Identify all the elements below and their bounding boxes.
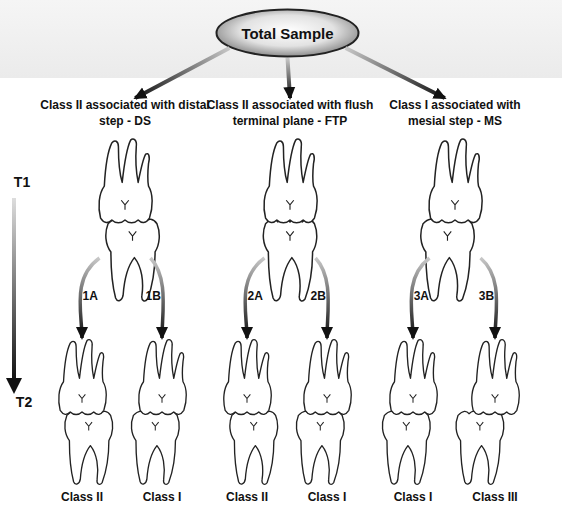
time-label: T2 bbox=[16, 394, 32, 410]
upper-molar bbox=[429, 139, 482, 223]
outcome-group: Class III bbox=[460, 338, 530, 504]
class-label: Class I bbox=[267, 490, 387, 504]
molar-pair bbox=[421, 139, 482, 301]
class-label: Class I bbox=[102, 490, 222, 504]
path-label: 2A bbox=[248, 289, 263, 303]
molar-pair bbox=[131, 340, 186, 485]
time-label: T1 bbox=[14, 174, 30, 190]
lower-molar bbox=[65, 411, 113, 484]
class-label: Class II bbox=[187, 490, 307, 504]
upper-molar bbox=[59, 340, 106, 415]
text-wrap: Total Sample bbox=[215, 8, 360, 58]
stage-group: Class II associated with distal step - D… bbox=[40, 98, 210, 258]
time-arrow bbox=[6, 198, 22, 394]
text-wrap: Class II associated with flush terminal … bbox=[205, 98, 375, 130]
text-wrap: Class II bbox=[187, 490, 307, 504]
outcome-group: Class II bbox=[212, 338, 282, 504]
text-wrap: Class III bbox=[435, 490, 555, 504]
time-arrow-head bbox=[6, 378, 22, 394]
molar-pair bbox=[263, 139, 317, 301]
upper-molar bbox=[472, 340, 519, 415]
upper-molar bbox=[304, 340, 351, 415]
class-label: Class III bbox=[435, 490, 555, 504]
class-label: Class II bbox=[22, 490, 142, 504]
text-wrap: Class II bbox=[22, 490, 142, 504]
text-wrap: Class I bbox=[353, 490, 473, 504]
outcome-group: Class I bbox=[292, 338, 362, 504]
lower-molar bbox=[296, 411, 344, 484]
path-label: 2B bbox=[310, 289, 325, 303]
outcome-group: Class I bbox=[127, 338, 197, 504]
flow-arrow bbox=[411, 258, 429, 338]
group-heading: Class I associated with mesial step - MS bbox=[370, 98, 540, 130]
header-band bbox=[0, 0, 562, 78]
lower-molar bbox=[421, 219, 474, 301]
text-wrap: Class I bbox=[267, 490, 387, 504]
path-label: 1B bbox=[145, 289, 160, 303]
flow-arrow bbox=[346, 48, 445, 98]
lower-molar bbox=[263, 219, 316, 301]
class-label: Class I bbox=[353, 490, 473, 504]
upper-molar bbox=[390, 340, 437, 415]
lower-molar bbox=[230, 411, 278, 484]
group-heading: Class II associated with distal step - D… bbox=[40, 98, 210, 130]
flow-arrow bbox=[245, 258, 264, 338]
molar-pair bbox=[59, 340, 113, 485]
molar-pair bbox=[296, 340, 351, 485]
stage-group: Class I associated with mesial step - MS bbox=[370, 98, 540, 258]
lower-molar bbox=[131, 411, 179, 484]
molar-pair bbox=[382, 340, 437, 485]
molar-pair bbox=[224, 340, 278, 485]
upper-molar bbox=[99, 139, 152, 223]
upper-molar bbox=[264, 139, 317, 223]
time-arrow-shaft bbox=[12, 198, 16, 380]
text-wrap: Class I bbox=[102, 490, 222, 504]
node-title: Total Sample bbox=[241, 25, 333, 42]
group-heading: Class II associated with flush terminal … bbox=[205, 98, 375, 130]
molar-pair bbox=[456, 340, 519, 485]
lower-molar bbox=[106, 219, 159, 301]
molar-pair bbox=[99, 139, 159, 301]
lower-molar bbox=[382, 411, 430, 484]
text-wrap: Class I associated with mesial step - MS bbox=[370, 98, 540, 130]
ellipse-node: Total Sample bbox=[215, 8, 360, 58]
flow-arrow bbox=[135, 48, 229, 98]
path-label: 3B bbox=[479, 289, 494, 303]
text-wrap: Class II associated with distal step - D… bbox=[40, 98, 210, 130]
path-label: 3A bbox=[414, 289, 429, 303]
stage-group: Class II associated with flush terminal … bbox=[205, 98, 375, 258]
outcome-group: Class I bbox=[378, 338, 448, 504]
flow-arrow bbox=[288, 58, 291, 98]
upper-molar bbox=[224, 340, 271, 415]
path-label: 1A bbox=[83, 289, 98, 303]
upper-molar bbox=[139, 340, 186, 415]
lower-molar bbox=[456, 411, 504, 484]
outcome-group: Class II bbox=[47, 338, 117, 504]
flow-arrow bbox=[80, 258, 99, 338]
ellipse-outline bbox=[217, 10, 359, 57]
